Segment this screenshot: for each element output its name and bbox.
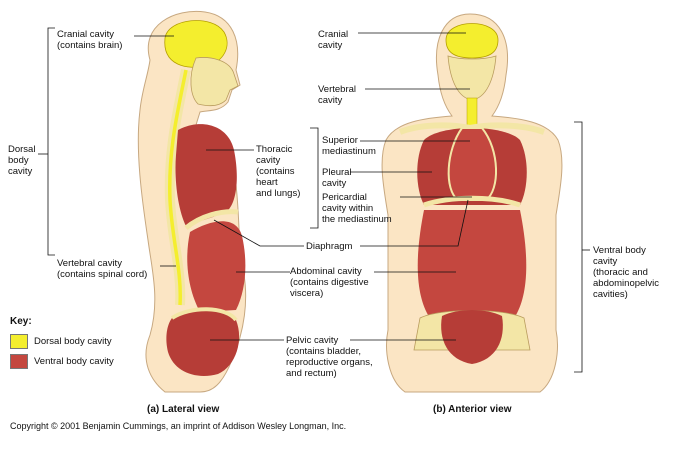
- label-anterior-vertebral-cavity: Vertebral cavity: [318, 84, 357, 106]
- lateral-view-title: (a) Lateral view: [147, 404, 220, 415]
- label-pleural-cavity: Pleural cavity: [322, 167, 352, 189]
- anterior-view-title: (b) Anterior view: [433, 404, 512, 415]
- lateral-pelvic-bone: [170, 307, 238, 322]
- key-item-ventral: Ventral body cavity: [10, 354, 114, 369]
- label-ventral-body-cavity: Ventral body cavity (thoracic and abdomi…: [593, 245, 660, 300]
- lateral-figure: [137, 10, 247, 393]
- anterior-vertebral-cavity: [466, 97, 478, 127]
- lateral-cranial-cavity: [164, 20, 228, 68]
- key-item-label: Ventral body cavity: [34, 356, 114, 367]
- anterior-diaphragm: [423, 195, 521, 208]
- label-anterior-cranial-cavity: Cranial cavity: [318, 29, 349, 51]
- lateral-thoracic-cavity: [175, 124, 237, 226]
- lateral-pelvic-cavity: [166, 309, 240, 376]
- lateral-abdominal-cavity: [187, 221, 246, 312]
- label-diaphragm: Diaphragm: [306, 241, 353, 252]
- key-item-dorsal: Dorsal body cavity: [10, 334, 112, 349]
- label-dorsal-body-cavity: Dorsal body cavity: [8, 144, 36, 177]
- dorsal-swatch: [10, 334, 28, 349]
- lateral-skull-bones: [190, 57, 239, 107]
- label-lateral-vertebral-cavity: Vertebral cavity (contains spinal cord): [57, 258, 148, 280]
- label-pericardial-cavity: Pericardial cavity within the mediastinu…: [322, 192, 392, 225]
- lateral-diaphragm: [184, 209, 239, 230]
- anterior-cranial-cavity: [445, 23, 499, 59]
- ventral-swatch: [10, 354, 28, 369]
- label-lateral-cranial-cavity: Cranial cavity (contains brain): [57, 29, 123, 51]
- label-thoracic-cavity: Thoracic cavity (contains heart and lung…: [256, 144, 301, 199]
- leader-lines: [38, 27, 590, 373]
- lateral-spinal-cord: [167, 69, 188, 306]
- anterior-figure: [381, 13, 563, 393]
- label-abdominal-cavity: Abdominal cavity (contains digestive vis…: [290, 266, 369, 299]
- key-title: Key:: [10, 316, 32, 327]
- key-item-label: Dorsal body cavity: [34, 336, 112, 347]
- copyright-notice: Copyright © 2001 Benjamin Cummings, an i…: [10, 421, 347, 431]
- label-pelvic-cavity: Pelvic cavity (contains bladder, reprodu…: [286, 335, 373, 379]
- anterior-mediastinum: [447, 127, 497, 201]
- anterior-pelvic-cavity: [441, 310, 503, 364]
- label-superior-mediastinum: Superior mediastinum: [322, 135, 376, 157]
- anterior-abdominal-cavity: [417, 210, 527, 315]
